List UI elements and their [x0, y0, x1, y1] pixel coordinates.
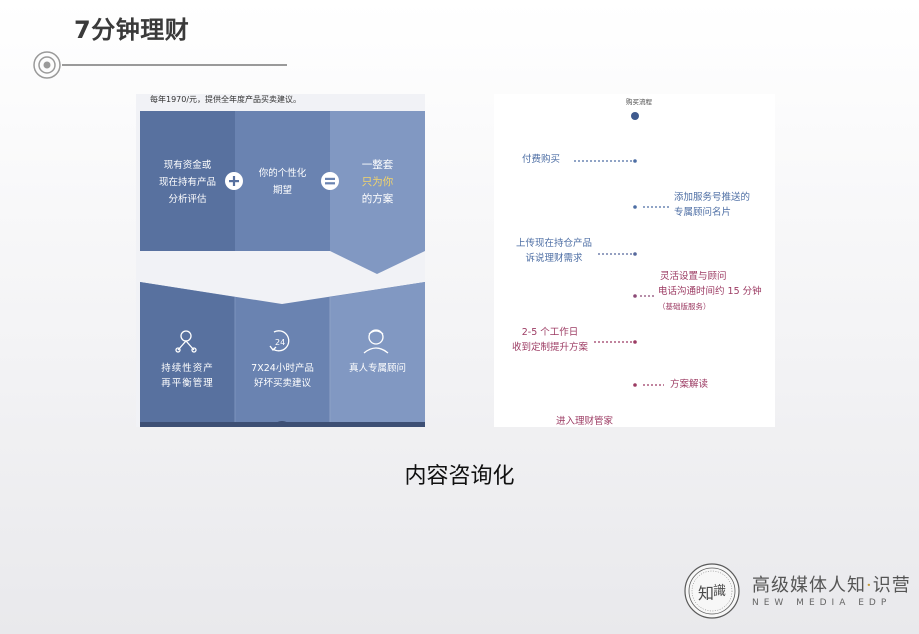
step-add-advisor: 添加服务号推送的 专属顾问名片: [674, 192, 751, 218]
price-caption: 每年1970/元，提供全年度产品买卖建议。: [150, 95, 302, 104]
panel-graphic: 24: [140, 111, 425, 427]
step-upload-holdings: 上传现在持仓产品 诉说理财需求: [516, 238, 593, 264]
box-custom-plan: 一整套 只为你 的方案: [361, 159, 394, 205]
equals-icon: [321, 172, 339, 190]
slide-caption: 内容咨询化: [404, 464, 515, 489]
feature-24h-advice: 7X24小时产品 好坏买卖建议: [251, 363, 314, 389]
clock-24-icon: 24: [269, 330, 290, 352]
step-schedule-call: 灵活设置与顾问 电话沟通时间约 15 分钟 （基础版服务）: [658, 271, 762, 311]
step-pay: 付费购买: [522, 154, 561, 165]
flow-timeline: [574, 112, 670, 427]
title-underline: [62, 64, 287, 66]
timeline-start-dot: [631, 112, 639, 120]
plus-icon: [225, 172, 243, 190]
box-current-assets: 现有资金或 现在持有产品 分析评估: [158, 160, 216, 205]
network-person-icon: [175, 330, 197, 353]
feature-real-advisor: 真人专属顾问: [348, 363, 406, 374]
brand-name: 高级媒体人知·识营: [752, 575, 911, 596]
brand-subtitle: NEW MEDIA EDP: [752, 598, 892, 608]
brand-seal-logo: 知 識: [684, 563, 740, 619]
purchase-flow-panel: 购买流程 付费购买: [494, 94, 775, 427]
target-circle-icon: [33, 51, 61, 79]
slide-title: 7分钟理财: [74, 16, 190, 44]
step-plan-review: 方案解读: [670, 379, 709, 390]
feature-rebalancing: 持续性资产 再平衡管理: [161, 363, 214, 389]
box-personal-expectation: 你的个性化 期望: [258, 168, 307, 196]
step-receive-plan: 2-5 个工作日 收到定制提升方案: [512, 327, 589, 353]
svg-text:知: 知: [698, 584, 714, 603]
svg-text:24: 24: [275, 338, 285, 347]
svg-text:識: 識: [713, 584, 726, 599]
service-overview-panel: 每年1970/元，提供全年度产品买卖建议。: [136, 94, 425, 427]
step-enter-manager: 进入理财管家: [556, 416, 614, 427]
advisor-person-icon: [363, 329, 389, 354]
flow-header: 购买流程: [626, 98, 652, 106]
